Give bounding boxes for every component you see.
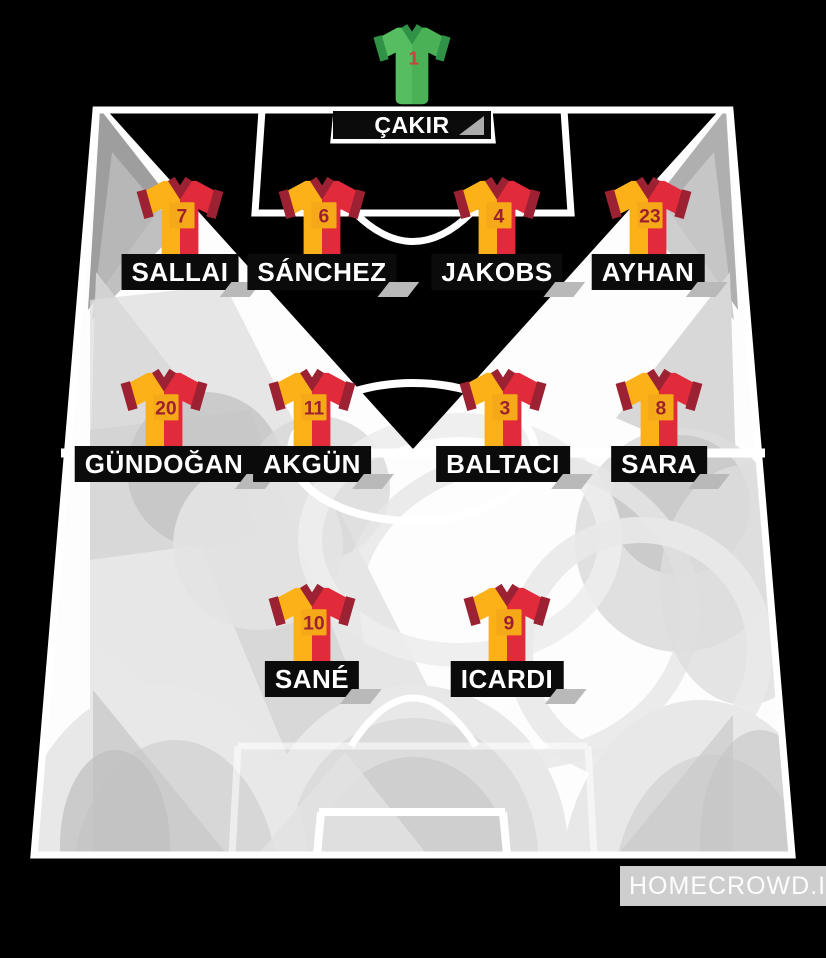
player-name-plate: SANÉ <box>264 661 382 704</box>
jersey-cuff-right <box>338 596 356 627</box>
jersey-icon[interactable]: 6 <box>274 177 371 270</box>
jersey-cuff-right <box>338 381 356 412</box>
player-name-plate: SALLAI <box>121 254 262 297</box>
penalty-box-top <box>251 109 575 217</box>
jersey-number-box <box>301 609 327 636</box>
jersey-cuff-left <box>604 189 622 220</box>
jersey-number: 23 <box>639 206 661 228</box>
jersey-cuff-right <box>685 381 703 412</box>
jersey-number-box <box>496 609 522 636</box>
pennant-icon <box>459 116 484 135</box>
jersey-number-box <box>492 394 518 421</box>
jersey-cuff-left <box>453 189 471 220</box>
jersey-number: 10 <box>303 613 325 635</box>
player-name: AKGÜN <box>263 449 361 479</box>
player-name: SALLAI <box>131 257 229 287</box>
jersey-number: 8 <box>656 398 667 420</box>
jersey-number-box <box>301 394 327 421</box>
jersey-icon[interactable]: 7 <box>132 177 229 270</box>
watermark: HOMECROWD.IO <box>620 866 826 906</box>
goal-box-bottom <box>313 808 511 856</box>
jersey-cuff-right <box>523 189 541 220</box>
player-name: JAKOBS <box>441 257 553 287</box>
player-name-plate: GÜNDOĞAN <box>74 446 277 489</box>
player-name: AYHAN <box>601 257 695 287</box>
jersey-number: 4 <box>494 206 505 228</box>
jersey-number: 3 <box>500 398 511 420</box>
player-name-plate: AKGÜN <box>253 446 394 489</box>
player-name: SARA <box>621 449 697 479</box>
player-name: SÁNCHEZ <box>257 257 387 287</box>
jersey-cuff-left <box>268 381 286 412</box>
jersey-icon[interactable]: 1 <box>369 24 455 107</box>
penalty-arc-bottom <box>348 694 479 748</box>
jersey-cuff-left <box>268 596 286 627</box>
player-name: BALTACI <box>446 449 560 479</box>
jersey-collar <box>300 369 324 392</box>
jersey-icon[interactable]: 8 <box>611 369 708 462</box>
jersey-cuff-right <box>348 189 366 220</box>
player-name-plate: SÁNCHEZ <box>247 254 420 297</box>
jersey-cuff-left <box>120 381 138 412</box>
touchline <box>30 106 796 859</box>
jersey-cuff-right <box>529 381 547 412</box>
player-name-plate: JAKOBS <box>431 254 586 297</box>
player-name: ICARDI <box>460 664 554 694</box>
jersey-number: 20 <box>155 398 177 420</box>
jersey-icon[interactable]: 10 <box>264 584 361 677</box>
jersey-cuff-right <box>435 35 451 62</box>
jersey-icon[interactable]: 20 <box>116 369 213 462</box>
jersey-number-box <box>153 394 179 421</box>
jersey-collar <box>495 584 519 607</box>
player-name-plate: AYHAN <box>591 254 728 297</box>
player-name: ÇAKIR <box>374 112 450 138</box>
jersey-cuff-left <box>136 189 154 220</box>
player-name-plate: ICARDI <box>450 661 587 704</box>
jersey-collar <box>401 24 423 45</box>
jersey-icon[interactable]: 4 <box>449 177 546 270</box>
jersey-cuff-left <box>373 35 389 62</box>
jersey-collar <box>491 369 515 392</box>
jersey-collar <box>168 177 192 200</box>
jersey-number-box <box>486 202 512 229</box>
jersey-number-box <box>637 202 663 229</box>
jersey-icon[interactable]: 23 <box>600 177 697 270</box>
jersey-number-box <box>311 202 337 229</box>
player-name: SANÉ <box>274 664 350 694</box>
penalty-arc-top <box>352 210 474 245</box>
player-name-plate: SARA <box>611 446 730 489</box>
jersey-number: 6 <box>319 206 330 228</box>
jersey-cuff-left <box>615 381 633 412</box>
jersey-number: 11 <box>304 398 325 420</box>
jersey-collar <box>647 369 671 392</box>
jersey-number-box <box>169 202 195 229</box>
player-name-plate: BALTACI <box>436 446 593 489</box>
jersey-icon[interactable]: 11 <box>264 369 361 462</box>
jersey-number: 7 <box>177 206 188 228</box>
jersey-number: 9 <box>504 613 515 635</box>
jersey-cuff-left <box>463 596 481 627</box>
jersey-number-box <box>648 394 674 421</box>
player-name-plate: ÇAKIR <box>333 111 491 139</box>
jersey-collar <box>310 177 334 200</box>
jersey-collar <box>485 177 509 200</box>
jersey-collar <box>152 369 176 392</box>
jersey-icon[interactable]: 9 <box>459 584 556 677</box>
jersey-cuff-right <box>206 189 224 220</box>
jersey-cuff-right <box>674 189 692 220</box>
penalty-box-bottom <box>228 742 598 856</box>
jersey-icon[interactable]: 3 <box>455 369 552 462</box>
jersey-cuff-left <box>278 189 296 220</box>
jersey-number: 1 <box>408 49 419 70</box>
jersey-collar <box>636 177 660 200</box>
jersey-cuff-left <box>459 381 477 412</box>
player-name: GÜNDOĞAN <box>84 449 244 479</box>
jersey-cuff-right <box>533 596 551 627</box>
jersey-cuff-right <box>190 381 208 412</box>
jersey-collar <box>300 584 324 607</box>
